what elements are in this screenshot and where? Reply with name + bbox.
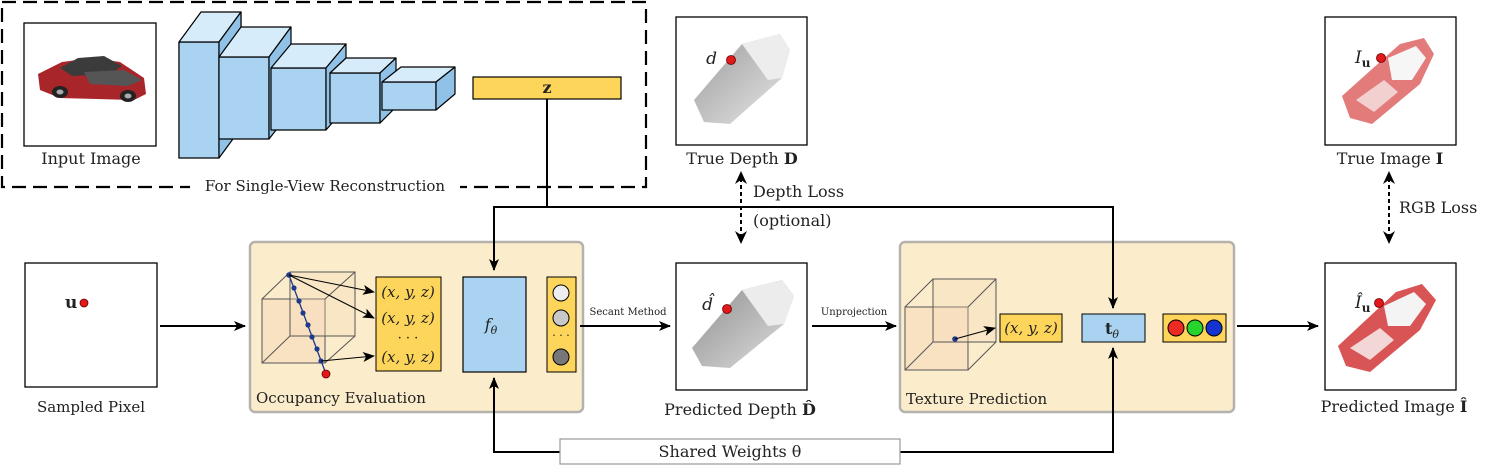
true-image — [1324, 16, 1457, 146]
secant-method-label: Secant Method — [589, 307, 667, 318]
encoder-cnn — [178, 11, 456, 159]
f-theta-network — [462, 276, 527, 373]
predicted-depth-dhat: d̂ — [702, 293, 715, 315]
xyz-1: (x, y, z) — [381, 283, 435, 301]
shared-weights-label: Shared Weights θ — [659, 442, 802, 461]
depth-loss-optional: (optional) — [753, 211, 832, 230]
rgb-loss-label: RGB Loss — [1399, 198, 1477, 217]
depth-loss-label: Depth Loss — [753, 182, 844, 201]
texture-label: Texture Prediction — [906, 390, 1047, 408]
xyz-3: (x, y, z) — [381, 348, 435, 366]
shared-weights-box — [559, 438, 901, 465]
sampled-pixel-image — [24, 262, 158, 388]
latent-z-label: z — [542, 78, 551, 97]
single-view-label: For Single-View Reconstruction — [205, 177, 445, 195]
shared-weights-connections — [489, 347, 1118, 453]
input-image-label: Input Image — [41, 149, 140, 168]
predicted-depth-image — [675, 262, 808, 391]
predicted-image-label: Predicted Image Î — [1321, 396, 1468, 416]
unprojection-label: Unprojection — [821, 307, 888, 318]
true-depth-image — [675, 16, 808, 146]
latent-connections — [489, 99, 1118, 309]
true-image-label: True Image I — [1337, 149, 1444, 168]
true-depth-label: True Depth D — [686, 149, 798, 168]
xyz-dots: · · · — [398, 331, 419, 346]
xyz-2: (x, y, z) — [381, 309, 435, 327]
single-view-box — [0, 0, 648, 189]
true-depth-d: d — [706, 49, 717, 69]
texture-xyz-box — [999, 313, 1063, 343]
texture-cube — [904, 278, 997, 371]
t-theta-network — [1081, 313, 1146, 343]
predicted-depth-label: Predicted Depth D̂ — [664, 400, 816, 419]
f-theta-label: fθ — [484, 315, 498, 337]
predicted-image-Ihat-u: Îu — [1354, 292, 1371, 315]
texture-panel — [898, 240, 1236, 414]
predicted-image — [1324, 262, 1457, 391]
texture-xyz: (x, y, z) — [1004, 319, 1058, 337]
ray-sample-points — [286, 272, 324, 364]
input-image — [23, 22, 157, 147]
pixel-u-label: u — [65, 293, 77, 313]
xyz-points-box — [375, 276, 442, 372]
occupancy-dots: · · · — [552, 329, 569, 342]
sampled-pixel-label: Sampled Pixel — [37, 398, 145, 416]
true-image-Iu: Iu — [1354, 48, 1371, 70]
occupancy-label: Occupancy Evaluation — [256, 389, 426, 407]
t-theta-label: tθ — [1105, 319, 1119, 341]
